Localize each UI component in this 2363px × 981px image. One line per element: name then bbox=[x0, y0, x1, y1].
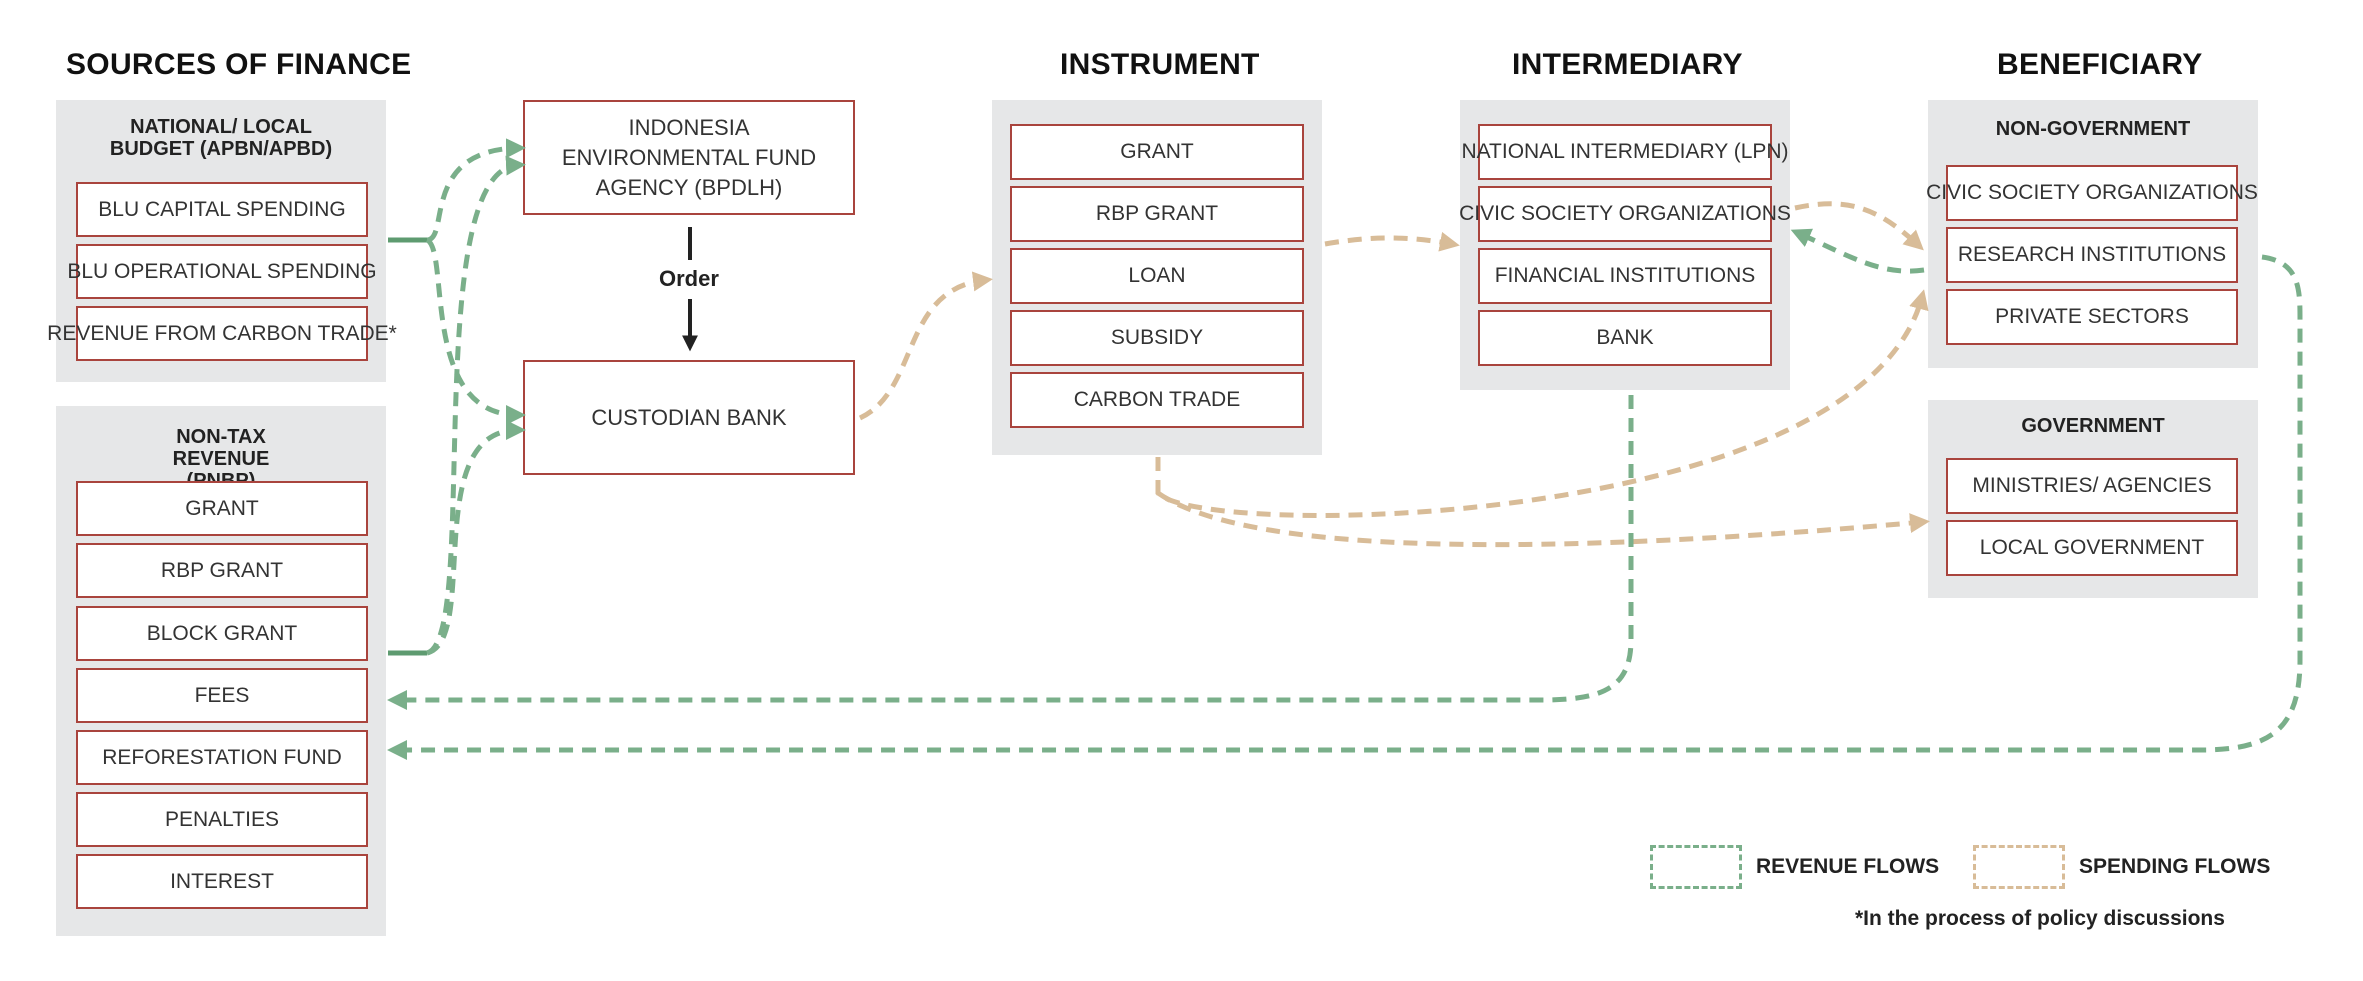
spending-flow-carbon-trade-to-non-government bbox=[1155, 289, 1929, 518]
revenue-flow-non-government-to-pnbp bbox=[387, 254, 2303, 760]
instrument-item-carbon-trade: CARBON TRADE bbox=[1010, 372, 1304, 428]
instrument-panel: GRANT RBP GRANT LOAN SUBSIDY CARBON TRAD… bbox=[992, 100, 1322, 455]
intermediary-item-bank: BANK bbox=[1478, 310, 1772, 366]
revenue-flow-pnbp-to-bpdlh bbox=[425, 155, 526, 656]
budget-item-blu-capital: BLU CAPITAL SPENDING bbox=[76, 182, 368, 237]
pnbp-item-interest: INTEREST bbox=[76, 854, 368, 909]
spending-flow-carbon-trade-to-government bbox=[1156, 490, 1930, 548]
revenue-flow-budget-to-bpdlh bbox=[426, 138, 526, 243]
heading-sources-of-finance: SOURCES OF FINANCE bbox=[66, 48, 412, 81]
pnbp-item-fees: FEES bbox=[76, 668, 368, 723]
spending-flow-intermediary-to-non-government bbox=[1794, 201, 1924, 251]
legend-spending-swatch bbox=[1973, 845, 2065, 889]
budget-panel-title: NATIONAL/ LOCAL BUDGET (APBN/APBD) bbox=[109, 116, 333, 160]
spending-flow-custodian-to-instrument bbox=[858, 271, 993, 421]
pnbp-panel: NON-TAX REVENUE (PNBP) GRANT RBP GRANT B… bbox=[56, 406, 386, 936]
revenue-flow-non-government-to-intermediary bbox=[1790, 228, 1925, 274]
heading-beneficiary: BENEFICIARY bbox=[1997, 48, 2203, 81]
intermediary-item-lpn: NATIONAL INTERMEDIARY (LPN) bbox=[1461, 124, 1789, 180]
custodian-bank-box: CUSTODIAN BANK bbox=[523, 360, 855, 475]
government-item-ministries: MINISTRIES/ AGENCIES bbox=[1946, 458, 2238, 514]
government-title: GOVERNMENT bbox=[2021, 415, 2165, 437]
budget-panel: NATIONAL/ LOCAL BUDGET (APBN/APBD) BLU C… bbox=[47, 100, 397, 382]
pnbp-item-block-grant: BLOCK GRANT bbox=[76, 606, 368, 661]
government-panel: GOVERNMENT MINISTRIES/ AGENCIES LOCAL GO… bbox=[1928, 400, 2258, 598]
budget-item-carbon-trade-revenue: REVENUE FROM CARBON TRADE* bbox=[47, 306, 397, 361]
pnbp-item-rbp-grant: RBP GRANT bbox=[76, 543, 368, 598]
budget-item-blu-operational: BLU OPERATIONAL SPENDING bbox=[67, 244, 377, 299]
government-item-local: LOCAL GOVERNMENT bbox=[1946, 520, 2238, 576]
non-government-item-cso: CIVIC SOCIETY ORGANIZATIONS bbox=[1926, 165, 2258, 221]
intermediary-item-cso: CIVIC SOCIETY ORGANIZATIONS bbox=[1459, 186, 1791, 242]
pnbp-item-penalties: PENALTIES bbox=[76, 792, 368, 847]
legend-spending-label: SPENDING FLOWS bbox=[2079, 855, 2271, 878]
non-government-title: NON-GOVERNMENT bbox=[1995, 118, 2191, 140]
order-label: Order bbox=[659, 266, 719, 291]
pnbp-item-reforestation-fund: REFORESTATION FUND bbox=[76, 730, 368, 785]
bpdlh-box: INDONESIA ENVIRONMENTAL FUND AGENCY (BPD… bbox=[523, 100, 855, 215]
intermediary-panel: NATIONAL INTERMEDIARY (LPN) CIVIC SOCIET… bbox=[1459, 100, 1791, 390]
revenue-flow-budget-to-custodian bbox=[425, 237, 526, 425]
non-government-item-private: PRIVATE SECTORS bbox=[1946, 289, 2238, 345]
instrument-item-grant: GRANT bbox=[1010, 124, 1304, 180]
instrument-item-rbp-grant: RBP GRANT bbox=[1010, 186, 1304, 242]
pnbp-item-grant: GRANT bbox=[76, 481, 368, 536]
spending-flow-instrument-to-intermediary bbox=[1324, 231, 1460, 252]
heading-intermediary: INTERMEDIARY bbox=[1512, 48, 1743, 81]
non-government-item-research: RESEARCH INSTITUTIONS bbox=[1946, 227, 2238, 283]
heading-instrument: INSTRUMENT bbox=[1060, 48, 1260, 81]
non-government-panel: NON-GOVERNMENT CIVIC SOCIETY ORGANIZATIO… bbox=[1926, 100, 2258, 368]
footnote: *In the process of policy discussions bbox=[1855, 907, 2225, 930]
legend-revenue-swatch bbox=[1650, 845, 1742, 889]
revenue-flow-pnbp-to-custodian bbox=[426, 420, 526, 656]
legend-revenue-label: REVENUE FLOWS bbox=[1756, 855, 1940, 878]
instrument-item-loan: LOAN bbox=[1010, 248, 1304, 304]
instrument-item-subsidy: SUBSIDY bbox=[1010, 310, 1304, 366]
revenue-flow-intermediary-to-pnbp bbox=[387, 395, 1634, 710]
intermediary-item-financial-institutions: FINANCIAL INSTITUTIONS bbox=[1478, 248, 1772, 304]
